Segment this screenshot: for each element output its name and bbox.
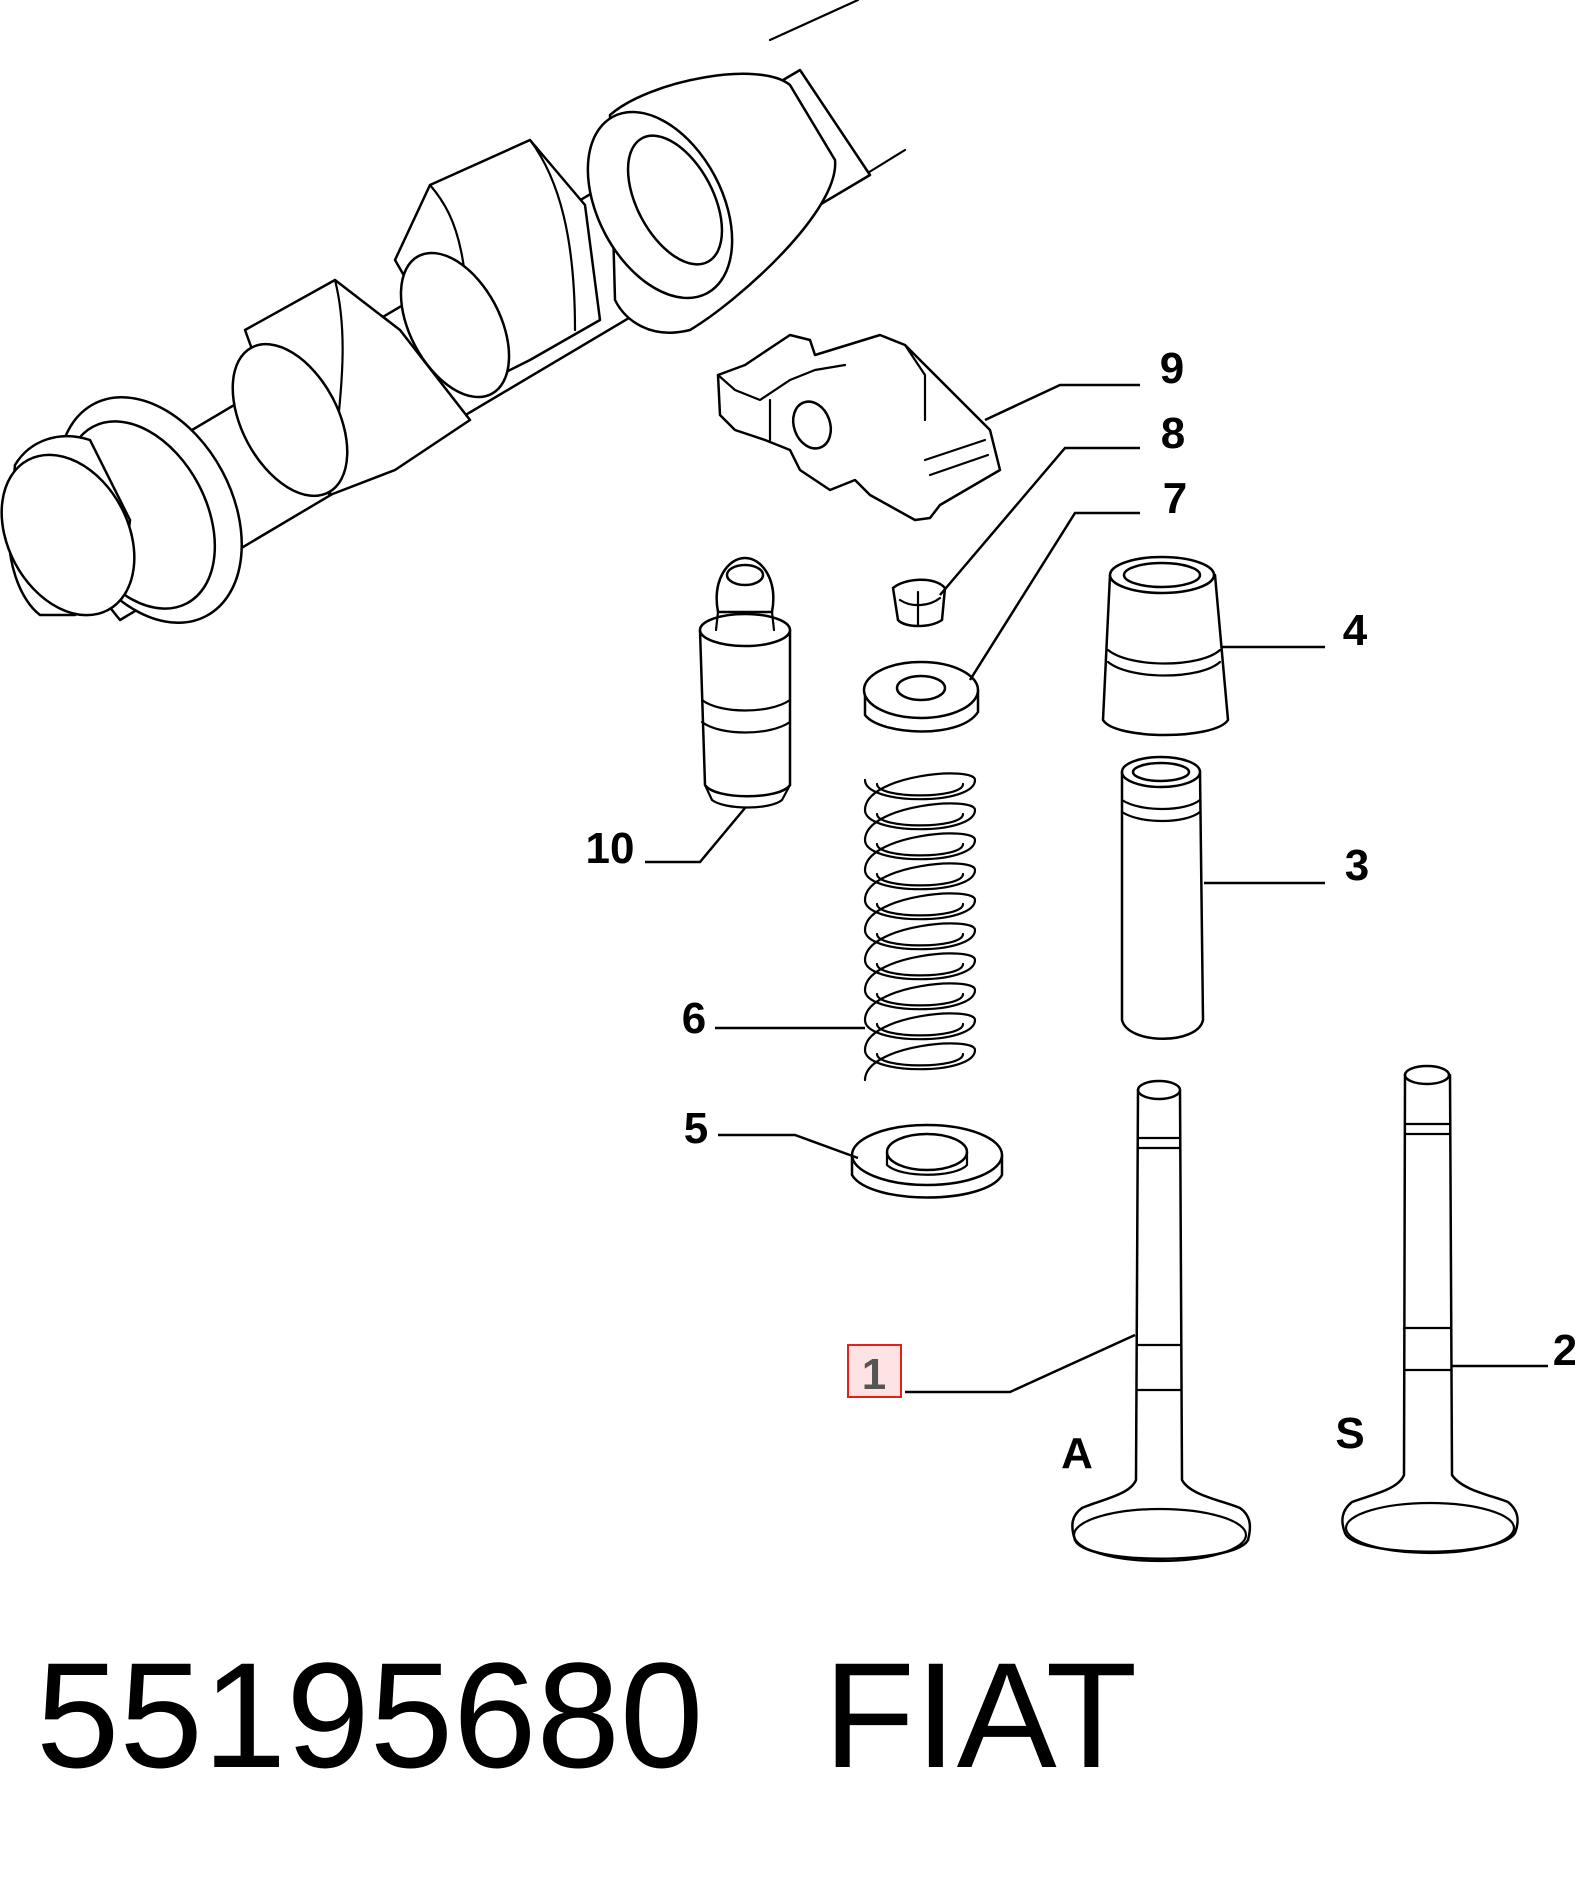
leader-1	[905, 1333, 1136, 1394]
leader-5	[718, 1133, 859, 1160]
callout-8: 8	[1161, 409, 1185, 458]
spring-coil-inner	[875, 1052, 965, 1067]
part-8-valve-keeper	[891, 578, 947, 628]
spring-coil	[863, 922, 977, 962]
part-4-valve-stem-seal	[1101, 555, 1230, 737]
spring-coil-inner	[875, 872, 965, 887]
part-6-valve-spring	[863, 772, 977, 1082]
spring-coil-inner	[875, 842, 965, 857]
callout-3: 3	[1345, 841, 1369, 890]
leader-8	[939, 446, 1140, 596]
spring-coil	[863, 982, 977, 1022]
variant-label-a: A	[1061, 1429, 1093, 1478]
leader-9	[984, 383, 1140, 422]
callout-10: 10	[586, 824, 635, 873]
part-7-spring-retainer	[862, 660, 980, 733]
spring-coil	[863, 952, 977, 992]
variant-labels: A S	[1061, 1409, 1365, 1478]
leader-7	[968, 511, 1140, 681]
callout-9: 9	[1160, 344, 1184, 393]
part-10-hydraulic-tappet	[698, 556, 792, 809]
part-1-valve-a	[1071, 1079, 1252, 1563]
callout-5: 5	[684, 1104, 708, 1153]
brand-name: FIAT	[823, 1631, 1138, 1799]
callout-2: 2	[1553, 1326, 1575, 1375]
spring-coil	[863, 772, 977, 812]
camshaft	[0, 0, 907, 624]
spring-coil-inner	[875, 782, 965, 797]
part-5-spring-seat	[850, 1123, 1004, 1199]
callout-7: 7	[1163, 474, 1187, 523]
callout-6: 6	[682, 994, 706, 1043]
part-3-valve-guide	[1120, 755, 1205, 1040]
callout-labels: 1 2 3 4 5 6 7 8 9 10	[586, 344, 1575, 1399]
part-number: 55195680	[36, 1631, 704, 1799]
spring-coil	[863, 832, 977, 872]
highlight-box	[847, 1344, 902, 1398]
spring-coil-inner	[875, 932, 965, 947]
callout-4: 4	[1343, 606, 1368, 655]
spring-coil	[863, 802, 977, 842]
part-2-valve-s	[1341, 1064, 1519, 1555]
part-9-rocker-arm	[716, 333, 1002, 522]
spring-coil-inner	[875, 812, 965, 827]
spring-coil-inner	[875, 1022, 965, 1037]
spring-coil	[863, 1042, 977, 1082]
spring-coil-inner	[875, 962, 965, 977]
leader-lines	[645, 383, 1548, 1394]
leader-10	[645, 807, 746, 864]
spring-coil-inner	[875, 902, 965, 917]
spring-coil	[863, 1012, 977, 1052]
spring-coil	[863, 862, 977, 902]
spring-coil-inner	[875, 992, 965, 1007]
spring-coil	[863, 892, 977, 932]
variant-label-s: S	[1335, 1409, 1364, 1458]
callout-1: 1	[862, 1350, 886, 1399]
